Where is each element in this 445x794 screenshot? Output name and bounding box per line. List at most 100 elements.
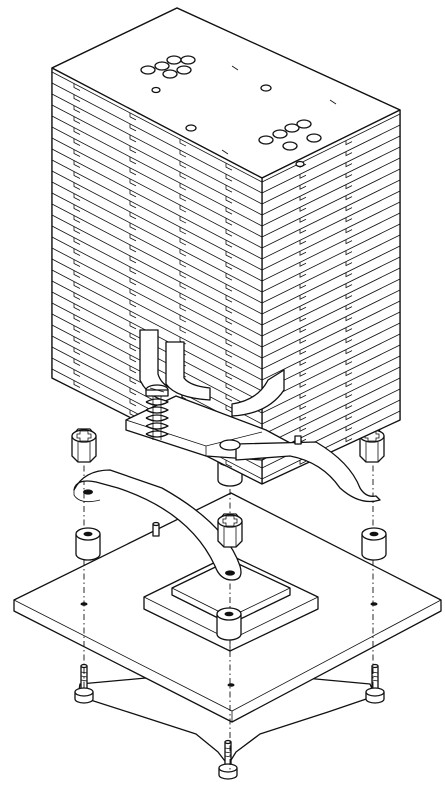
fin-notch xyxy=(345,404,353,410)
fin-edge xyxy=(261,212,401,282)
fin-notch xyxy=(179,194,187,202)
fin-notch xyxy=(299,394,307,399)
fin-notch xyxy=(73,325,81,333)
fin-notch xyxy=(345,228,353,234)
fin-notch xyxy=(299,460,307,465)
fin-notch xyxy=(73,149,81,157)
fin-edge xyxy=(51,181,263,293)
fin-notch xyxy=(129,343,137,352)
fin-notch xyxy=(299,361,307,366)
fin-notch xyxy=(345,195,353,201)
fin-edge xyxy=(261,190,401,260)
fin-edge xyxy=(261,322,401,392)
fin-notch xyxy=(299,240,307,245)
fin-edge xyxy=(51,71,263,183)
fin-edge xyxy=(261,278,401,348)
fin-notch xyxy=(73,369,81,377)
fin-notch xyxy=(299,295,307,300)
fin-edge xyxy=(261,135,401,205)
fin-notch xyxy=(225,383,233,391)
fin-notch xyxy=(299,350,307,355)
fin-notch xyxy=(129,354,137,363)
fin-notch xyxy=(179,150,187,158)
fin-notch xyxy=(299,174,307,179)
fin-notch xyxy=(179,304,187,312)
fin-notch xyxy=(345,360,353,366)
fin-notch xyxy=(73,105,81,113)
fin-edge xyxy=(51,203,263,315)
fin-edge xyxy=(51,148,263,260)
fin-notch xyxy=(73,380,81,388)
fin-notch xyxy=(225,284,233,292)
fin-notch xyxy=(129,277,137,286)
fin-notch xyxy=(225,207,233,215)
fin-notch xyxy=(129,167,137,176)
mounting-hole-front xyxy=(227,683,235,687)
spring-coil xyxy=(145,398,169,438)
fin-notch xyxy=(345,217,353,223)
fin-notch xyxy=(73,226,81,234)
fin-notch xyxy=(73,83,81,91)
fin-notch xyxy=(345,250,353,256)
fin-edge xyxy=(261,168,401,238)
fin-edge xyxy=(261,267,401,337)
fin-notch xyxy=(129,156,137,165)
fin-notch xyxy=(345,426,353,432)
fin-notch xyxy=(345,184,353,190)
fin-notch xyxy=(129,123,137,132)
fin-edge xyxy=(261,289,401,359)
fin-notch xyxy=(129,178,137,187)
fin-notch xyxy=(179,260,187,268)
fin-edge xyxy=(51,93,263,205)
fin-edge xyxy=(51,170,263,282)
fin-notch xyxy=(299,328,307,333)
fin-notch xyxy=(345,261,353,267)
fin-notch xyxy=(73,314,81,322)
fin-notch xyxy=(73,204,81,212)
fin-notch xyxy=(129,145,137,154)
fin-notch xyxy=(129,189,137,198)
fin-notch xyxy=(129,376,137,385)
fin-notch xyxy=(73,160,81,168)
fin-edge xyxy=(261,311,401,381)
fin-edge xyxy=(51,115,263,227)
fin-notch xyxy=(129,387,137,396)
fin-edge xyxy=(261,355,401,425)
fin-edge xyxy=(51,126,263,238)
fin-notch xyxy=(129,299,137,308)
fin-notch xyxy=(225,295,233,303)
fin-notch xyxy=(129,266,137,275)
fin-notch xyxy=(179,216,187,224)
fin-notch xyxy=(225,350,233,358)
fin-notch xyxy=(129,255,137,264)
fin-edge xyxy=(51,192,263,304)
fin-notch xyxy=(179,227,187,235)
mounting-hole-right xyxy=(370,602,378,606)
fin-edge xyxy=(261,124,401,194)
fin-edge xyxy=(261,201,401,271)
fin-notch xyxy=(73,259,81,267)
clip-arm-right xyxy=(235,441,381,503)
fin-notch xyxy=(179,293,187,301)
fin-notch xyxy=(225,394,233,402)
fin-notch xyxy=(299,405,307,410)
fin-notch xyxy=(73,358,81,366)
fin-notch xyxy=(129,233,137,242)
top-plate-holes xyxy=(132,65,337,168)
cooler-base xyxy=(125,395,381,503)
fin-notch xyxy=(225,240,233,248)
fin-edge xyxy=(261,179,401,249)
fin-notch xyxy=(345,393,353,399)
fin-notch xyxy=(299,185,307,190)
fin-notch xyxy=(299,372,307,377)
fin-notch xyxy=(129,211,137,220)
fin-notch xyxy=(299,251,307,256)
fin-notch xyxy=(73,336,81,344)
fin-edge xyxy=(51,225,263,337)
fin-notch xyxy=(73,215,81,223)
spacer-right xyxy=(361,527,387,561)
thumb-nut-left xyxy=(71,428,97,463)
fin-notch xyxy=(225,196,233,204)
fin-edge xyxy=(261,256,401,326)
